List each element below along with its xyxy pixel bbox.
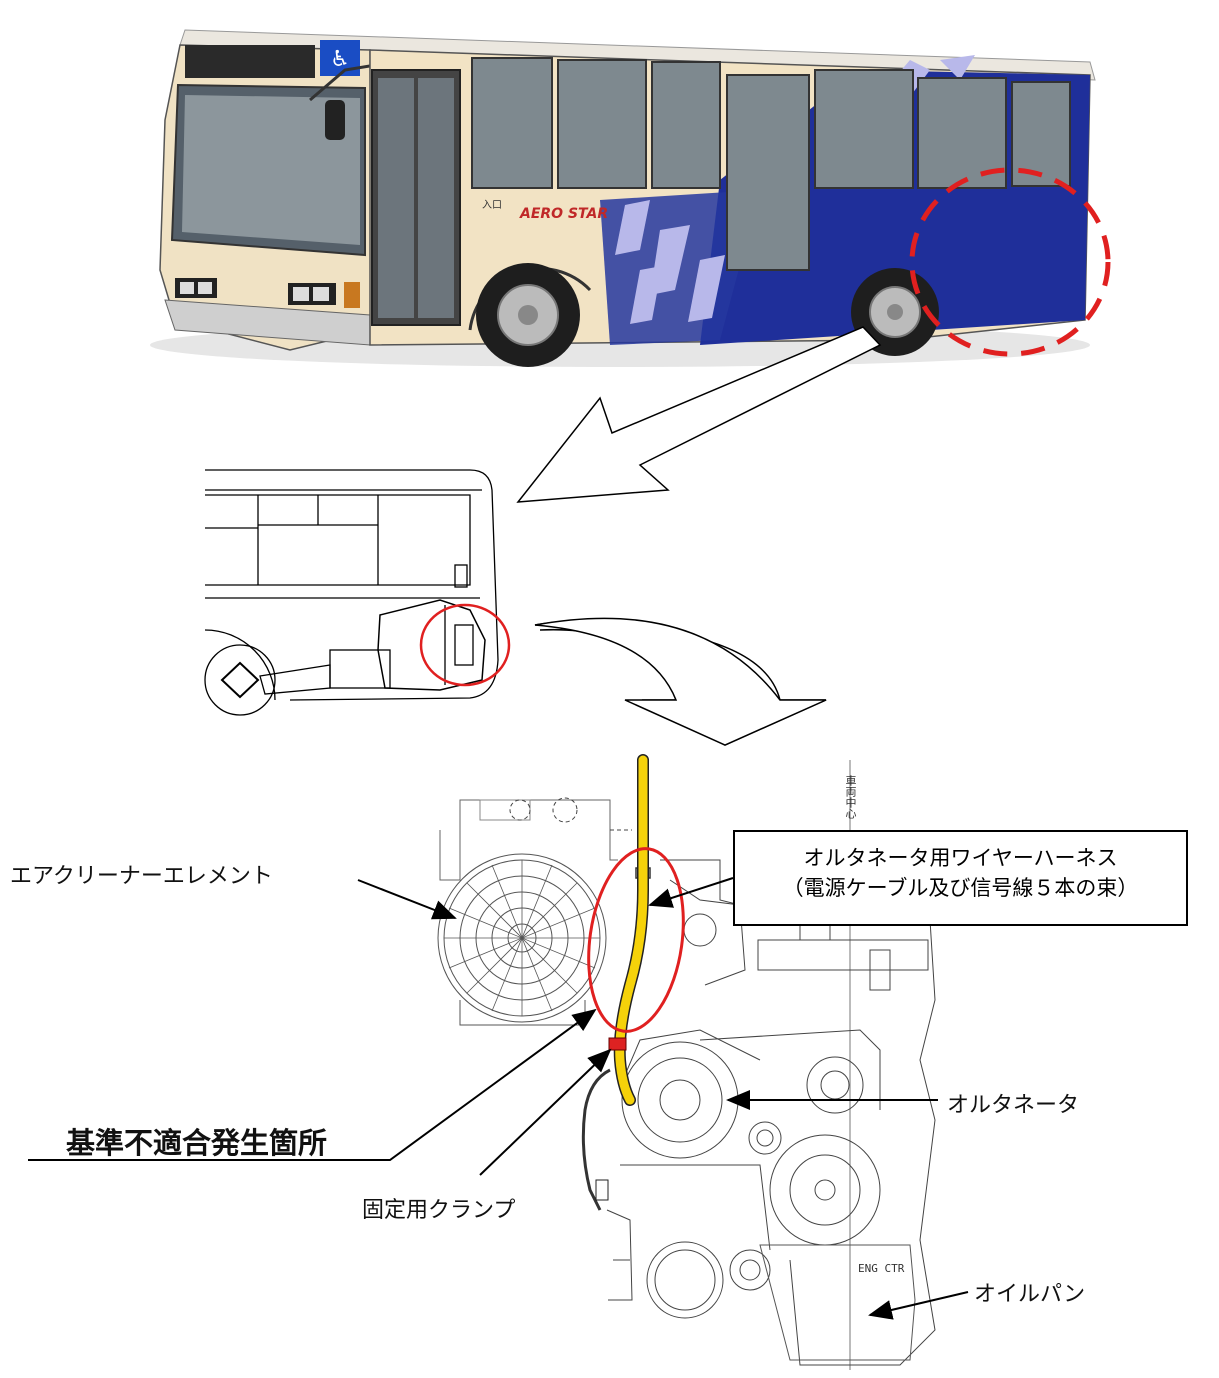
clamp-label: 固定用クランプ [362,1198,516,1223]
entrance-mark: 入口 [482,200,502,211]
aero-star-logo: AERO STAR [519,206,608,222]
alternator-drawing [621,1029,761,1159]
bus-rear-line-drawing [204,469,499,716]
harness-title: オルタネータ用ワイヤーハーネス [803,846,1118,870]
fixing-clamp [608,1037,627,1051]
zoom-arrow-1 [516,326,882,503]
vehicle-center-label: 車両中心 [844,775,857,819]
front-wheel [468,263,592,367]
harness-location-circle-small [419,603,511,687]
harness-callout-box: オルタネータ用ワイヤーハーネス （電源ケーブル及び信号線５本の束） [733,830,1188,926]
engine-area-highlight [909,167,1111,357]
wheelchair-icon: ♿ [330,47,350,72]
eng-ctr-label: ENG CTR [858,1262,905,1275]
harness-subtitle: （電源ケーブル及び信号線５本の束） [782,876,1139,900]
oil-pan-label: オイルパン [974,1282,1086,1307]
air-cleaner-label: エアクリーナーエレメント [10,864,273,889]
air-cleaner-element [437,853,607,1026]
bus-photo: ♿ AERO STAR [150,29,1111,367]
nonconformity-circle [587,847,685,1033]
leader-lines [28,877,969,1320]
alternator-label: オルタネータ [947,1093,1080,1118]
nonconformity-label: 基準不適合発生箇所 [66,1126,328,1160]
